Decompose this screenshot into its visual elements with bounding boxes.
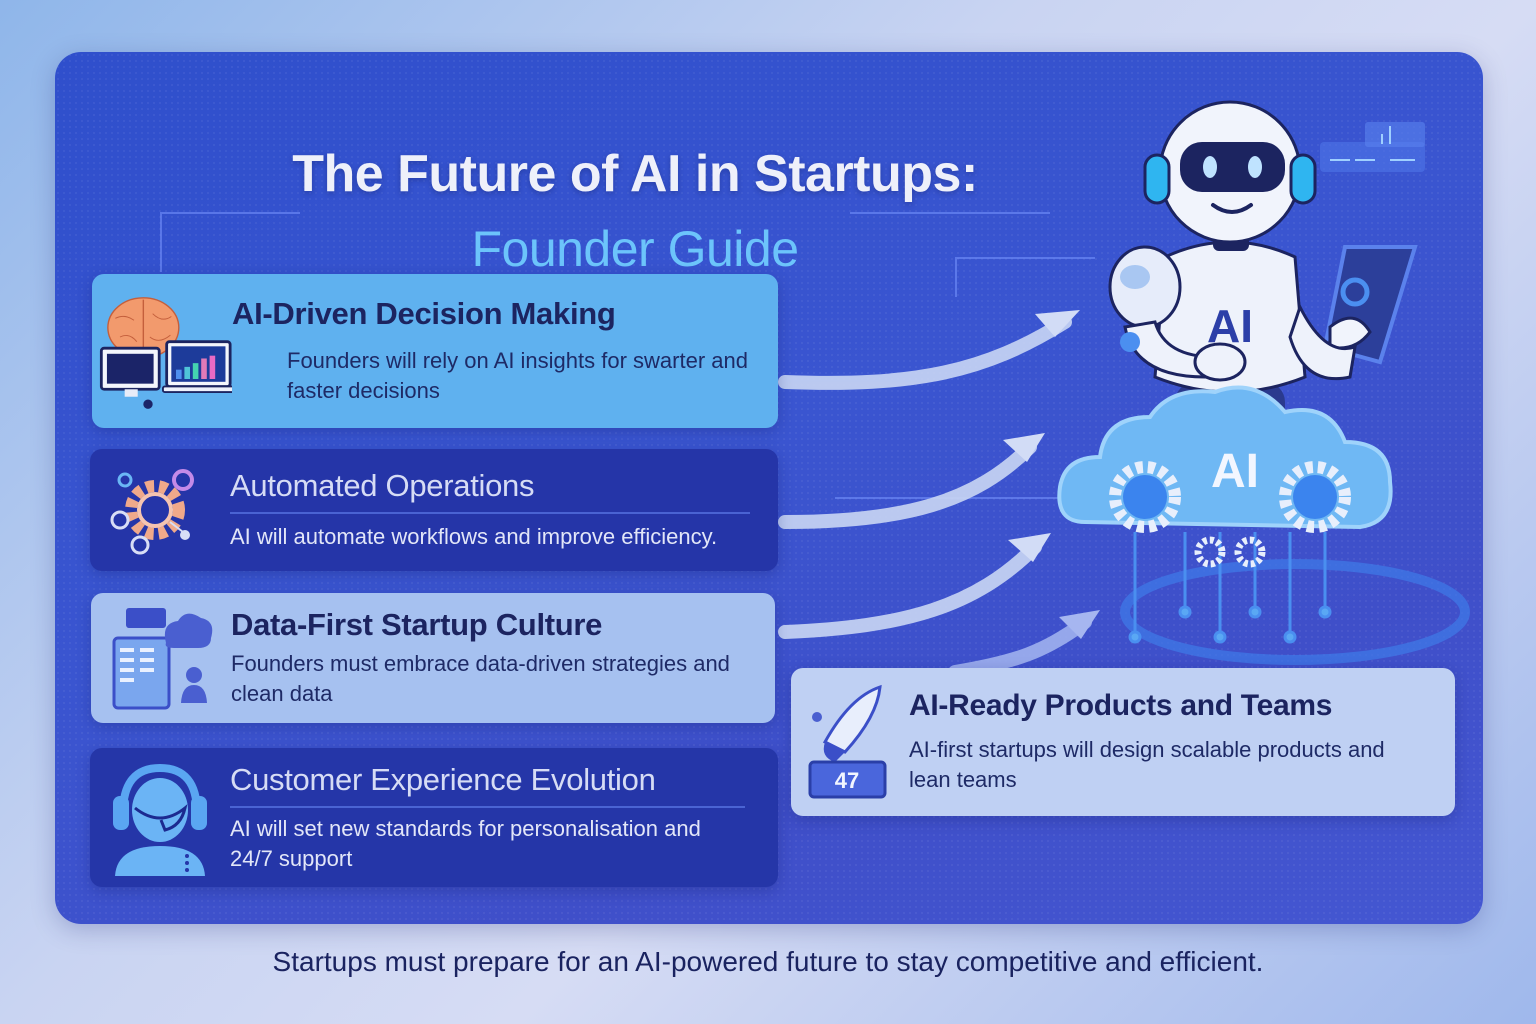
footer-tagline: Startups must prepare for an AI-powered … xyxy=(272,946,1264,977)
card-text: AI-Ready Products and Teams AI-first sta… xyxy=(909,689,1429,795)
page-title: The Future of AI in Startups: xyxy=(292,145,978,203)
card-automated-operations: Automated Operations AI will automate wo… xyxy=(90,449,778,571)
ai-cloud-illustration: AI xyxy=(1057,385,1393,644)
card-title: Automated Operations xyxy=(230,468,535,503)
card-title: Data-First Startup Culture xyxy=(231,607,603,642)
card-title: AI-Driven Decision Making xyxy=(232,296,616,331)
card-title: Customer Experience Evolution xyxy=(230,761,656,797)
card-description: AI will set new standards for personalis… xyxy=(230,815,701,871)
support-agent-icon xyxy=(90,748,230,887)
circuit-line xyxy=(850,212,1050,214)
card-description: AI will automate workflows and improve e… xyxy=(230,524,718,549)
circuit-line xyxy=(160,212,300,272)
card-description: Founders must embrace data-driven strate… xyxy=(231,651,730,706)
card-text: Automated Operations AI will automate wo… xyxy=(230,468,750,552)
card-title: AI-Ready Products and Teams xyxy=(909,689,1333,722)
rocket-badge-label: 47 xyxy=(835,768,859,793)
chart-widget-decoration xyxy=(1320,122,1425,172)
divider xyxy=(230,512,750,514)
circuit-line xyxy=(835,497,1235,499)
card-ai-ready-products-and-teams: 47 AI-Ready Products and Teams AI-first … xyxy=(791,668,1455,816)
card-data-first-startup-culture: Data-First Startup Culture Founders must… xyxy=(91,593,775,723)
data-cloud-icon xyxy=(91,593,231,723)
page-subtitle: Founder Guide xyxy=(471,221,799,277)
card-description: Founders will rely on AI insights for sw… xyxy=(287,348,748,403)
card-text: AI-Driven Decision Making Founders will … xyxy=(232,296,777,406)
card-ai-driven-decision-making: AI-Driven Decision Making Founders will … xyxy=(92,274,778,428)
brain-computer-icon xyxy=(92,274,232,428)
cloud-label: AI xyxy=(1211,445,1259,498)
card-description: AI-first startups will design scalable p… xyxy=(909,737,1385,792)
card-text: Data-First Startup Culture Founders must… xyxy=(231,607,751,709)
circuit-line xyxy=(955,257,1095,297)
rocket-icon: 47 xyxy=(791,668,909,816)
divider xyxy=(230,805,745,808)
card-text: Customer Experience Evolution AI will se… xyxy=(230,762,745,874)
gears-icon xyxy=(90,449,230,571)
card-customer-experience-evolution: Customer Experience Evolution AI will se… xyxy=(90,748,778,887)
